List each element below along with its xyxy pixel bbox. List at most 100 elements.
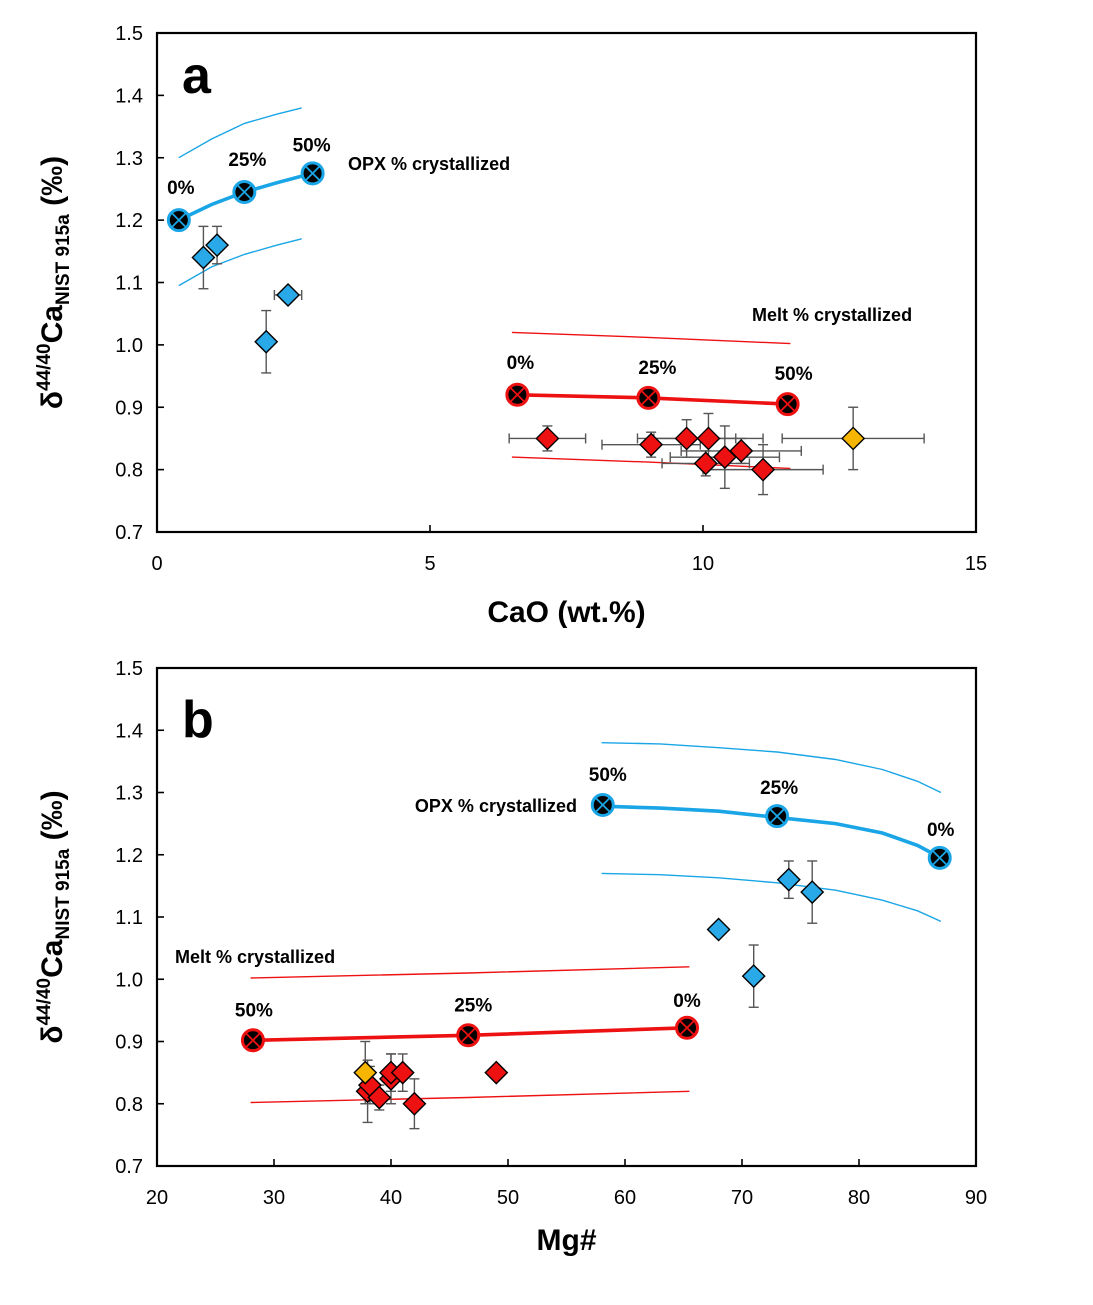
y-tick-label: 1.1 <box>115 907 143 929</box>
model-lower-bound-line <box>178 238 302 287</box>
sample-diamond-point <box>706 917 731 942</box>
y-tick-label: 1.3 <box>115 148 143 170</box>
sample-diamond-point <box>841 426 866 451</box>
model-step-marker-cross <box>779 396 796 413</box>
y-tick-label: 1.5 <box>115 658 143 680</box>
sample-diamond-point <box>484 1060 509 1085</box>
x-axis-label: Mg# <box>537 1224 597 1257</box>
y-tick-label: 1.2 <box>115 845 143 867</box>
model-upper-bound-line <box>250 966 690 979</box>
y-axis-label: δ44/40CaNIST 915a (‰) <box>34 156 74 409</box>
model-step-percent-label: 0% <box>673 991 701 1012</box>
sample-diamond-point <box>693 451 718 476</box>
sample-diamond-point <box>751 457 776 482</box>
model-step-percent-label: 25% <box>760 778 798 799</box>
y-axis-label-part: Ca <box>36 305 69 344</box>
x-tick-label: 10 <box>692 553 714 575</box>
x-tick-label: 0 <box>151 553 162 575</box>
y-tick-label: 1.3 <box>115 783 143 805</box>
model-label: OPX % crystallized <box>415 796 577 816</box>
model-step-percent-label: 50% <box>235 1000 273 1021</box>
model-step-marker-cross <box>170 212 187 229</box>
model-step-marker-cross <box>460 1027 477 1044</box>
model-step-percent-label: 0% <box>507 353 535 374</box>
y-axis-label-part: Ca <box>36 939 69 978</box>
y-axis-label-part: δ <box>36 391 69 409</box>
model-curve-line <box>602 804 942 860</box>
sample-diamond-point <box>776 867 801 892</box>
model-step-percent-label: 50% <box>293 135 331 156</box>
y-tick-label: 0.8 <box>115 1094 143 1116</box>
panel-letter: a <box>182 47 212 105</box>
sample-diamond-point <box>276 282 301 307</box>
y-tick-label: 0.7 <box>115 522 143 544</box>
y-axis-label-part: (‰) <box>36 156 69 214</box>
plot-frame <box>155 666 978 1168</box>
sample-diamond-point <box>729 438 754 463</box>
model-upper-bound-line <box>178 107 302 159</box>
x-tick-label: 70 <box>731 1187 753 1209</box>
y-axis-label-part: NIST 915a <box>53 214 74 305</box>
x-tick-label: 50 <box>497 1187 519 1209</box>
sample-diamond-point <box>353 1060 378 1085</box>
y-tick-label: 1.4 <box>115 720 143 742</box>
x-tick-label: 60 <box>614 1187 636 1209</box>
model-step-marker-cross <box>304 165 321 182</box>
sample-diamond-point <box>402 1091 427 1116</box>
model-step-marker-cross <box>594 796 611 813</box>
sample-diamond-point <box>741 964 766 989</box>
x-axis-label: CaO (wt.%) <box>487 596 645 629</box>
sample-diamond-point <box>367 1085 392 1110</box>
model-step-percent-label: 25% <box>638 358 676 379</box>
y-tick-label: 1.2 <box>115 210 143 232</box>
model-step-marker-cross <box>640 389 657 406</box>
x-tick-label: 40 <box>380 1187 402 1209</box>
sample-diamond-point <box>535 426 560 451</box>
model-step-percent-label: 50% <box>589 765 627 786</box>
y-axis-label-part: δ <box>36 1025 69 1043</box>
y-axis-label-part: NIST 915a <box>53 848 74 939</box>
model-step-percent-label: 25% <box>454 995 492 1016</box>
model-step-percent-label: 0% <box>167 178 195 199</box>
sample-diamond-point <box>191 245 216 270</box>
sample-diamond-point <box>696 426 721 451</box>
x-tick-label: 15 <box>965 553 987 575</box>
sample-diamond-point <box>639 432 664 457</box>
model-lower-bound-line <box>511 456 791 470</box>
y-tick-label: 0.8 <box>115 460 143 482</box>
sample-diamond-point <box>390 1060 415 1085</box>
x-tick-label: 20 <box>146 1187 168 1209</box>
y-tick-label: 1.1 <box>115 273 143 295</box>
y-axis-label-part: (‰) <box>36 790 69 848</box>
model-step-percent-label: 50% <box>775 364 813 385</box>
model-step-marker-cross <box>931 849 948 866</box>
sample-diamond-point <box>254 329 279 354</box>
model-step-percent-label: 25% <box>228 150 266 171</box>
model-step-marker-cross <box>679 1019 695 1036</box>
y-axis-label: δ44/40CaNIST 915a (‰) <box>34 790 74 1043</box>
x-tick-label: 30 <box>263 1187 285 1209</box>
x-tick-label: 5 <box>424 553 435 575</box>
model-upper-bound-line <box>511 331 791 345</box>
model-lower-bound-line <box>601 872 942 923</box>
model-label: OPX % crystallized <box>348 154 510 174</box>
model-upper-bound-line <box>601 742 942 794</box>
y-tick-label: 0.9 <box>115 1032 143 1054</box>
y-tick-label: 1.5 <box>115 23 143 45</box>
model-step-marker-cross <box>236 184 253 201</box>
model-lower-bound-line <box>250 1090 690 1104</box>
sample-diamond-point <box>800 880 825 905</box>
sample-diamond-point <box>674 426 699 451</box>
y-axis-label-part: 44/40 <box>34 978 55 1026</box>
sample-diamond-point <box>205 233 230 258</box>
y-tick-label: 0.7 <box>115 1156 143 1178</box>
model-label: Melt % crystallized <box>175 947 335 967</box>
y-tick-label: 0.9 <box>115 397 143 419</box>
y-tick-label: 1.0 <box>115 335 143 357</box>
y-tick-label: 1.0 <box>115 969 143 991</box>
model-step-marker-cross <box>769 808 786 825</box>
y-tick-label: 1.4 <box>115 85 143 107</box>
